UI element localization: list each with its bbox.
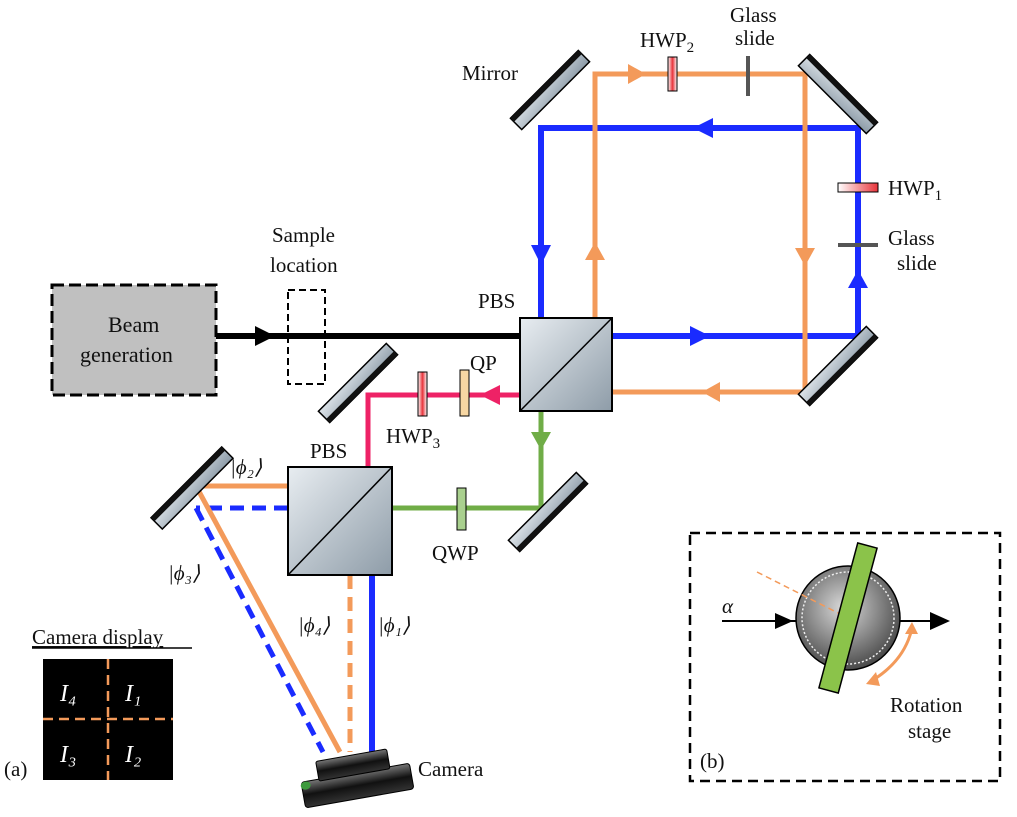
- arrow-icon: [255, 326, 275, 346]
- qp-plate: [459, 369, 470, 417]
- mirror-right-middle: [797, 325, 879, 407]
- quadrant-i1: I₁: [124, 681, 141, 707]
- label-mirror: Mirror: [462, 61, 518, 85]
- label-camera: Camera: [418, 757, 484, 781]
- hwp1-plate: [837, 182, 879, 193]
- glass-slide-right: [838, 243, 878, 247]
- mirror-top-right: [797, 53, 879, 135]
- glass-slide-top: [746, 56, 750, 96]
- arrow-icon: [585, 242, 605, 260]
- qwp-plate: [456, 487, 467, 531]
- label-panel-b: (b): [700, 749, 725, 773]
- beam-generation-box: [50, 283, 218, 397]
- label-alpha: α: [722, 594, 734, 618]
- label-sample: Sample: [272, 223, 335, 247]
- arrow-icon: [848, 270, 868, 288]
- arrow-icon: [531, 432, 551, 450]
- label-glass-slide-top: Glass: [730, 3, 777, 27]
- camera-display: I₄ I₁ I₃ I₂: [43, 659, 173, 780]
- label-panel-a: (a): [4, 757, 27, 781]
- label-stage: stage: [908, 719, 951, 743]
- mirror-left: [149, 445, 235, 531]
- mirror-top-left: [509, 49, 591, 131]
- orange-beam-loop: [592, 71, 808, 395]
- label-qp: QP: [470, 351, 497, 375]
- arrow-icon: [702, 382, 720, 402]
- arrow-icon: [628, 64, 646, 84]
- label-pbs-top: PBS: [478, 289, 515, 313]
- phi3-to-camera: [193, 506, 326, 754]
- label-phi2: |ϕ₂⟩: [230, 455, 262, 479]
- label-location: location: [270, 253, 338, 277]
- label-phi1: |ϕ₁⟩: [378, 613, 410, 637]
- arrow-icon: [690, 326, 710, 346]
- arrow-icon: [480, 385, 500, 405]
- quadrant-i2: I₂: [124, 742, 141, 768]
- label-phi4: |ϕ₄⟩: [298, 613, 330, 637]
- label-hwp2: HWP2: [640, 28, 694, 56]
- pbs-bottom-cube: [287, 466, 393, 576]
- label-qwp: QWP: [432, 541, 479, 565]
- rotation-plate: [818, 542, 878, 694]
- label-glass-slide-right-2: slide: [897, 251, 937, 275]
- camera-icon: [300, 748, 414, 808]
- inset-b: [688, 531, 1002, 783]
- hwp2-plate: [667, 56, 678, 92]
- label-hwp1: HWP1: [888, 176, 942, 204]
- label-glass-slide-right: Glass: [888, 226, 935, 250]
- label-phi3: |ϕ₃⟩: [168, 561, 200, 585]
- label-generation: generation: [80, 342, 173, 367]
- quadrant-i4: I₄: [59, 681, 76, 707]
- pbs-top-cube: [519, 317, 613, 412]
- label-hwp3: HWP3: [386, 424, 440, 452]
- mirror-center-left: [317, 342, 399, 424]
- hwp3-plate: [417, 371, 428, 417]
- label-rotation: Rotation: [890, 693, 963, 717]
- phi2-to-camera: [193, 484, 343, 754]
- quadrant-i3: I₃: [59, 742, 76, 768]
- label-glass-slide-top-2: slide: [735, 26, 775, 50]
- arrow-icon: [693, 118, 713, 138]
- label-camera-display: Camera display: [32, 625, 164, 649]
- arrow-icon: [531, 245, 551, 265]
- arrow-icon: [795, 248, 815, 266]
- blue-beam-loop: [538, 125, 861, 339]
- label-pbs-bottom: PBS: [310, 439, 347, 463]
- sample-location-box: [287, 289, 326, 385]
- label-beam: Beam: [108, 312, 159, 337]
- mirror-green-path: [507, 471, 589, 553]
